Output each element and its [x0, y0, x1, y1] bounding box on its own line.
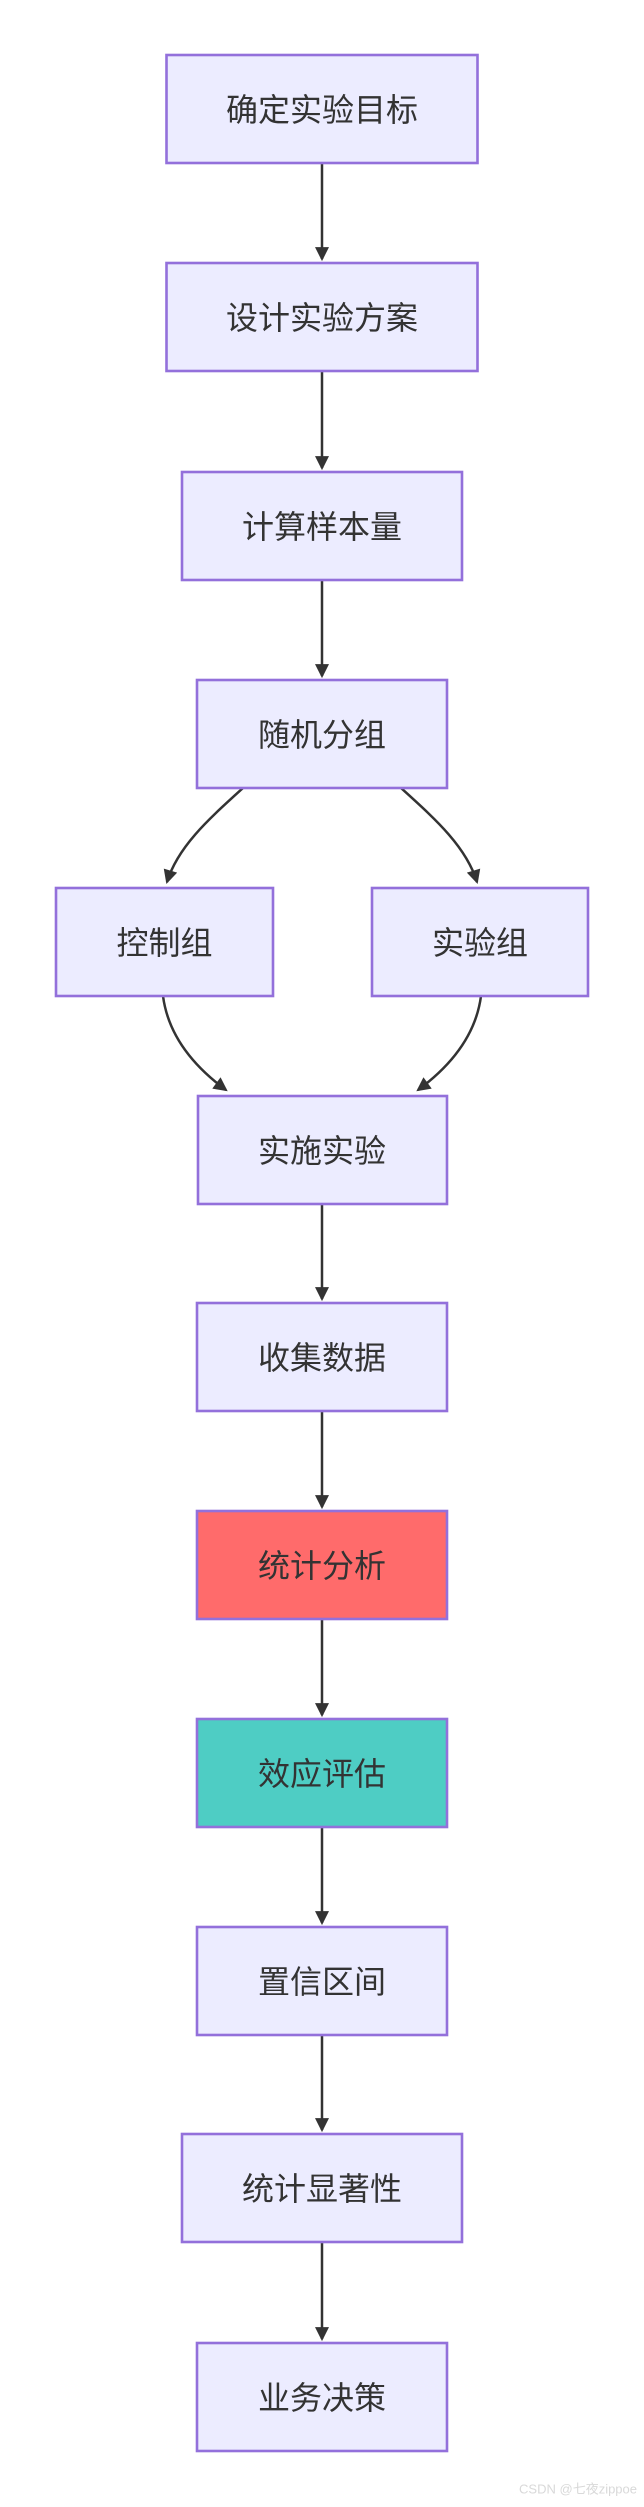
- node-randomize: 随机分组: [195, 678, 449, 790]
- node-sample-size-box: [180, 470, 464, 582]
- node-sample-size-label: 计算样本量: [242, 509, 402, 545]
- node-confidence-interval-label: 置信区间: [258, 1964, 386, 2000]
- node-experiment-group-label: 实验组: [432, 925, 528, 961]
- node-effect-evaluation-label: 效应评估: [258, 1756, 386, 1792]
- node-statistical-analysis-box: [195, 1509, 449, 1621]
- node-run-experiment-box: [196, 1094, 449, 1206]
- node-confidence-interval-box: [195, 1925, 449, 2037]
- node-design-plan: 设计实验方案: [165, 261, 479, 373]
- node-randomize-label: 随机分组: [258, 717, 386, 753]
- node-statistical-significance-label: 统计显著性: [242, 2171, 402, 2207]
- node-collect-data: 收集数据: [195, 1301, 449, 1413]
- node-control-group: 控制组: [54, 886, 275, 998]
- node-run-experiment-label: 实施实验: [258, 1133, 386, 1169]
- node-statistical-significance: 统计显著性: [180, 2132, 464, 2244]
- node-effect-evaluation: 效应评估: [195, 1717, 449, 1829]
- node-define-goal-label: 确定实验目标: [226, 92, 418, 128]
- edge-control-group-to-run-experiment: [161, 995, 228, 1092]
- node-statistical-analysis-label: 统计分析: [258, 1548, 386, 1584]
- node-randomize-box: [195, 678, 449, 790]
- node-experiment-group: 实验组: [370, 886, 590, 998]
- node-design-plan-label: 设计实验方案: [226, 300, 418, 336]
- node-statistical-analysis: 统计分析: [195, 1509, 449, 1621]
- watermark-text: CSDN @七夜zippoe: [519, 2482, 637, 2497]
- node-sample-size: 计算样本量: [180, 470, 464, 582]
- node-effect-evaluation-box: [195, 1717, 449, 1829]
- node-define-goal: 确定实验目标: [165, 53, 479, 165]
- node-design-plan-box: [165, 261, 479, 373]
- node-experiment-group-box: [370, 886, 590, 998]
- node-business-decision-box: [195, 2341, 449, 2453]
- node-business-decision: 业务决策: [195, 2341, 449, 2453]
- node-business-decision-label: 业务决策: [258, 2380, 386, 2416]
- node-control-group-box: [54, 886, 275, 998]
- node-run-experiment: 实施实验: [196, 1094, 449, 1206]
- node-define-goal-box: [165, 53, 479, 165]
- node-control-group-label: 控制组: [116, 925, 212, 961]
- edge-randomize-to-control-group: [163, 787, 244, 885]
- node-statistical-significance-box: [180, 2132, 464, 2244]
- node-collect-data-box: [195, 1301, 449, 1413]
- node-collect-data-label: 收集数据: [258, 1340, 386, 1376]
- edge-experiment-group-to-run-experiment: [416, 995, 483, 1092]
- node-confidence-interval: 置信区间: [195, 1925, 449, 2037]
- edge-randomize-to-experiment-group: [400, 787, 481, 885]
